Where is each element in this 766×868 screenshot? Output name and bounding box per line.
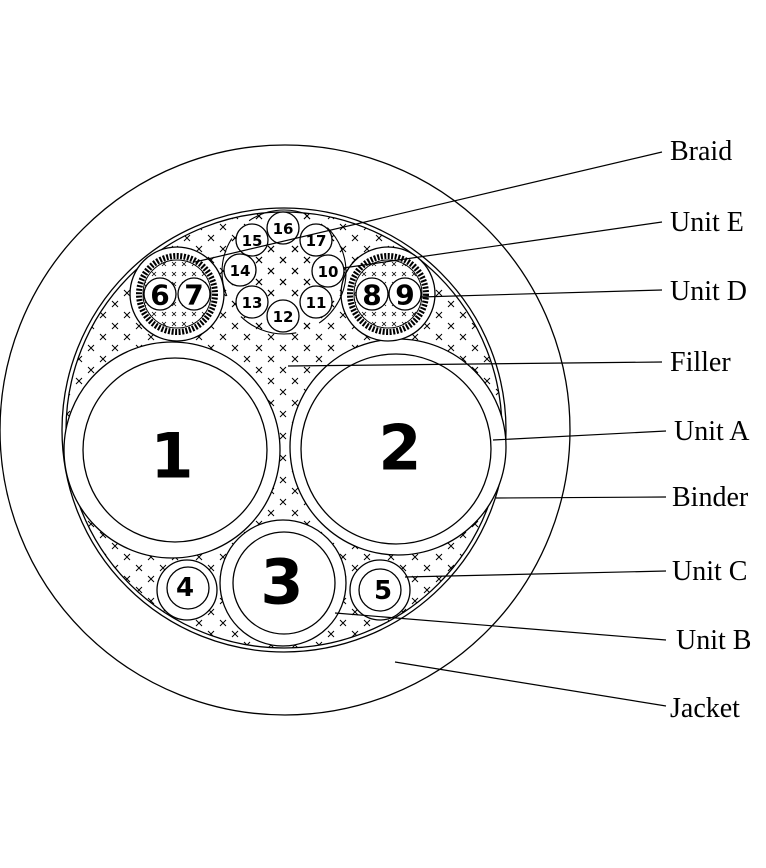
leader-jacket [394, 661, 667, 707]
label-unit-d: Unit D [670, 276, 747, 307]
svg-text:6: 6 [150, 279, 169, 312]
label-unit-a: Unit A [674, 416, 750, 447]
leader-unit-c [404, 570, 667, 578]
unit-e-wire-11: 11 [299, 285, 333, 319]
leader-filler [287, 361, 663, 367]
svg-text:11: 11 [306, 294, 327, 312]
unit-a-conductor-1: 1 [63, 341, 281, 559]
svg-text:5: 5 [374, 576, 392, 606]
leader-braid [194, 151, 663, 263]
unit-d-right: 8 9 [340, 246, 436, 342]
unit-a-conductor-2: 2 [289, 338, 507, 556]
unit-c-conductor-4: 4 [156, 559, 218, 621]
label-jacket: Jacket [670, 693, 740, 724]
unit-d-left: 6 7 [129, 246, 225, 342]
unit-e-wire-14: 14 [223, 253, 257, 287]
svg-text:12: 12 [273, 308, 294, 326]
svg-text:7: 7 [184, 279, 203, 312]
svg-text:2: 2 [378, 412, 421, 485]
svg-text:9: 9 [395, 279, 414, 312]
svg-text:16: 16 [273, 220, 294, 238]
unit-b-conductor-3: 3 [219, 519, 347, 647]
leader-unit-d [419, 289, 663, 298]
unit-e-wire-13: 13 [235, 285, 269, 319]
label-filler: Filler [670, 347, 731, 378]
unit-e: 16 17 10 11 12 13 14 15 [221, 209, 347, 335]
leader-binder [495, 496, 667, 499]
label-binder: Binder [672, 482, 749, 513]
svg-text:17: 17 [306, 232, 327, 250]
svg-text:10: 10 [318, 263, 339, 281]
svg-text:3: 3 [260, 546, 303, 619]
svg-text:1: 1 [150, 420, 193, 493]
svg-text:4: 4 [176, 573, 194, 603]
label-unit-e: Unit E [670, 207, 744, 238]
svg-text:8: 8 [362, 279, 381, 312]
unit-e-wire-17: 17 [299, 223, 333, 257]
svg-text:15: 15 [242, 232, 263, 250]
leader-unit-b [334, 612, 667, 641]
unit-e-wire-12: 12 [266, 299, 300, 333]
unit-c-conductor-5: 5 [349, 559, 411, 621]
label-braid: Braid [670, 136, 732, 167]
unit-e-wire-15: 15 [235, 223, 269, 257]
binder [61, 207, 507, 653]
leader-lines [194, 151, 667, 707]
svg-text:14: 14 [230, 262, 251, 280]
svg-text:13: 13 [242, 294, 263, 312]
unit-e-wire-10: 10 [311, 254, 345, 288]
leader-unit-a [492, 430, 667, 441]
unit-e-wire-16: 16 [266, 211, 300, 245]
label-unit-b: Unit B [676, 625, 751, 656]
leader-unit-e [342, 221, 663, 269]
label-unit-c: Unit C [672, 556, 747, 587]
